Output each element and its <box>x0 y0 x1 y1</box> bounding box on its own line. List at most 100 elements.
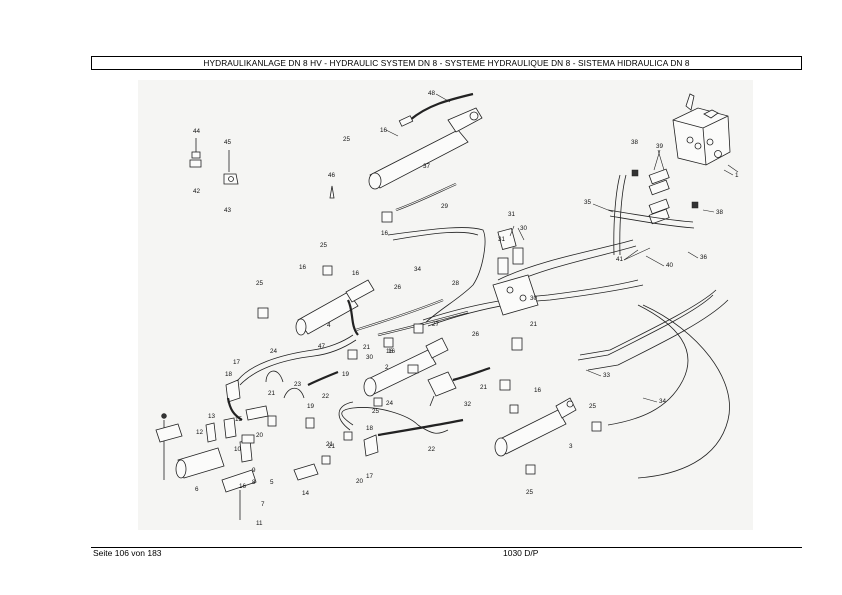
part-label: 4 <box>327 322 331 329</box>
part-label: 25 <box>526 489 534 496</box>
part-label: 16 <box>388 348 396 355</box>
part-label: 13 <box>208 413 216 420</box>
part-label: 25 <box>372 408 380 415</box>
hose-24-upper <box>237 334 354 381</box>
part-label: 21 <box>363 344 371 351</box>
page-number: Seite 106 von 183 <box>93 548 162 558</box>
part-label: 37 <box>423 163 431 170</box>
part-label: 40 <box>666 262 674 269</box>
part-label: 6 <box>195 486 199 493</box>
part-label: 21 <box>480 384 488 391</box>
fitting-16-top <box>381 211 393 223</box>
part-label: 11 <box>256 520 263 527</box>
diagram-svg: 48 16 25 37 44 42 45 43 46 29 16 31 30 3… <box>155 90 739 527</box>
part-label: 3 <box>569 443 573 450</box>
hose-34-inner <box>355 299 444 331</box>
lower-left-parts <box>155 405 319 520</box>
part-label: 16 <box>381 230 389 237</box>
part-label: 20 <box>356 478 364 485</box>
part-label: 34 <box>414 266 422 273</box>
part-label: 25 <box>343 136 351 143</box>
hose-24-lower <box>341 407 449 434</box>
part-label: 16 <box>380 127 388 134</box>
hose-23-a <box>265 370 284 383</box>
control-valve-block <box>672 93 739 173</box>
scattered-fittings <box>267 323 523 465</box>
part-label: 25 <box>320 242 328 249</box>
part-label: 44 <box>193 128 201 135</box>
hose-22 <box>377 418 464 437</box>
part-label: 14 <box>302 490 310 497</box>
part-label: 20 <box>256 432 264 439</box>
part-label: 9 <box>252 467 256 474</box>
part-label: 15 <box>235 416 243 423</box>
part-label: 25 <box>589 403 597 410</box>
part-label: 47 <box>318 343 326 350</box>
part-label: 48 <box>428 90 436 97</box>
center-manifold <box>492 228 539 316</box>
hydraulic-system-exploded-diagram: 48 16 25 37 44 42 45 43 46 29 16 31 30 3… <box>138 80 753 530</box>
part-label: 26 <box>472 331 480 338</box>
part-label: 26 <box>394 284 402 291</box>
part-label: 21 <box>326 441 334 448</box>
model-code: 1030 D/P <box>503 548 539 558</box>
part-label: 2 <box>385 364 389 371</box>
footer-divider <box>91 547 802 548</box>
part-label: 36 <box>700 254 708 261</box>
part-label: 24 <box>386 400 394 407</box>
part-label: 16 <box>534 387 542 394</box>
part-label: 22 <box>322 393 330 400</box>
part-label: 42 <box>193 188 201 195</box>
part-label: 10 <box>234 446 242 453</box>
part-label: 12 <box>196 429 204 436</box>
part-label: 33 <box>603 372 611 379</box>
pipe-runs <box>387 174 730 479</box>
part-label: 41 <box>616 256 624 263</box>
part-label: 21 <box>328 443 336 450</box>
part-label: 23 <box>294 381 302 388</box>
cylinder-2 <box>363 337 449 407</box>
small-parts-top-left <box>189 138 335 199</box>
valve-fittings <box>631 168 699 225</box>
part-label: 1 <box>735 172 739 179</box>
part-label: 38 <box>716 209 724 216</box>
block-32 <box>427 366 491 407</box>
part-label: 16 <box>299 264 307 271</box>
part-label: 31 <box>498 236 506 243</box>
hose-29-inner <box>395 183 457 211</box>
part-label: 30 <box>530 295 538 302</box>
hose-ends <box>225 379 379 457</box>
part-label: 31 <box>508 211 516 218</box>
leader-lines <box>385 93 734 403</box>
part-label: 35 <box>584 199 592 206</box>
part-label: 28 <box>452 280 460 287</box>
part-label: 17 <box>233 359 241 366</box>
cylinder-3 <box>494 397 602 475</box>
part-label: 21 <box>268 390 276 397</box>
part-label: 25 <box>256 280 264 287</box>
part-label: 8 <box>252 479 256 486</box>
part-label: 45 <box>224 139 232 146</box>
part-label: 19 <box>307 403 315 410</box>
part-labels: 48 16 25 37 44 42 45 43 46 29 16 31 30 3… <box>193 90 739 527</box>
part-label: 46 <box>328 172 336 179</box>
part-label: 22 <box>428 446 436 453</box>
part-label: 18 <box>225 371 233 378</box>
part-label: 34 <box>659 398 667 405</box>
part-label: 16 <box>352 270 360 277</box>
part-label: 7 <box>261 501 265 508</box>
part-label: 21 <box>530 321 538 328</box>
part-label: 38 <box>631 139 639 146</box>
part-label: 5 <box>270 479 274 486</box>
part-label: 30 <box>520 225 528 232</box>
part-label: 18 <box>366 425 374 432</box>
hose-23-b <box>283 387 305 399</box>
part-label: 29 <box>441 203 449 210</box>
part-label: 24 <box>270 348 278 355</box>
part-label: 27 <box>432 321 440 328</box>
page-title: HYDRAULIKANLAGE DN 8 HV - HYDRAULIC SYST… <box>91 56 802 70</box>
part-label: 39 <box>656 143 664 150</box>
part-label: 30 <box>366 354 374 361</box>
part-label: 17 <box>366 473 374 480</box>
part-label: 16 <box>386 348 394 355</box>
